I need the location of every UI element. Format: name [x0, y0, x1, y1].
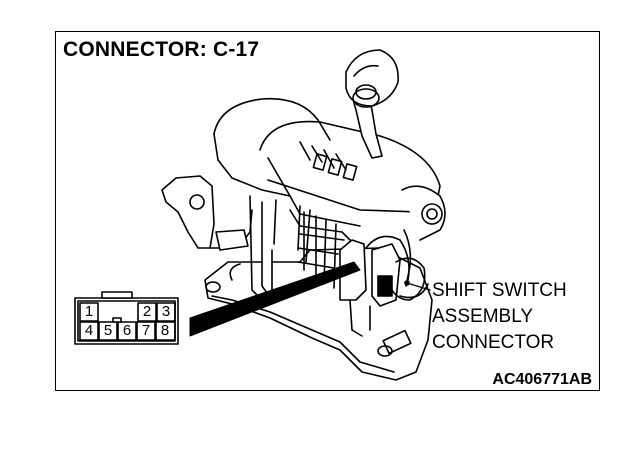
connector-pin-1: 1: [84, 303, 94, 320]
figure-code: AC406771AB: [492, 371, 592, 388]
connector-pin-4: 4: [84, 322, 94, 339]
connector-pin-2: 2: [142, 303, 152, 320]
component-callout: SHIFT SWITCH ASSEMBLY CONNECTOR: [432, 278, 567, 356]
shift-lever: [345, 49, 399, 159]
connector-title: CONNECTOR: C-17: [63, 38, 260, 61]
connector-pin-8: 8: [160, 322, 170, 339]
connector-face: [74, 291, 179, 345]
connector-pin-7: 7: [141, 322, 151, 339]
left-bracket: [161, 175, 253, 281]
callout-line-1: SHIFT SWITCH: [432, 280, 567, 301]
connector-pin-5: 5: [103, 322, 113, 339]
connector-pin-3: 3: [161, 303, 171, 320]
callout-line-2: ASSEMBLY: [432, 306, 534, 327]
leader-pointer: [189, 261, 361, 337]
callout-line-3: CONNECTOR: [432, 332, 555, 353]
callout-leader: [406, 282, 431, 291]
connector-pin-6: 6: [122, 322, 132, 339]
shifter-housing: [213, 97, 441, 301]
